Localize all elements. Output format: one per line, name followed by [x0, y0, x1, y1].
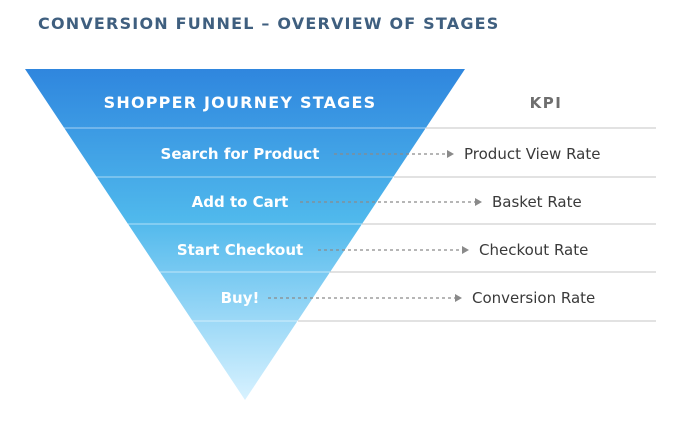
page-title: CONVERSION FUNNEL – OVERVIEW OF STAGES [38, 14, 500, 33]
kpi-label: Product View Rate [464, 145, 600, 163]
kpi-label: Checkout Rate [479, 241, 588, 259]
stage-label: Buy! [221, 289, 260, 307]
arrow-head-icon [455, 294, 462, 302]
funnel-shape [25, 69, 465, 400]
arrow-head-icon [447, 150, 454, 158]
kpi-header: KPI [530, 94, 563, 112]
arrow-head-icon [475, 198, 482, 206]
stage-label: Add to Cart [192, 193, 289, 211]
stage-label: Start Checkout [177, 241, 303, 259]
funnel-header: SHOPPER JOURNEY STAGES [104, 93, 377, 112]
arrow-head-icon [462, 246, 469, 254]
stage-label: Search for Product [161, 145, 320, 163]
kpi-label: Conversion Rate [472, 289, 595, 307]
kpi-label: Basket Rate [492, 193, 582, 211]
